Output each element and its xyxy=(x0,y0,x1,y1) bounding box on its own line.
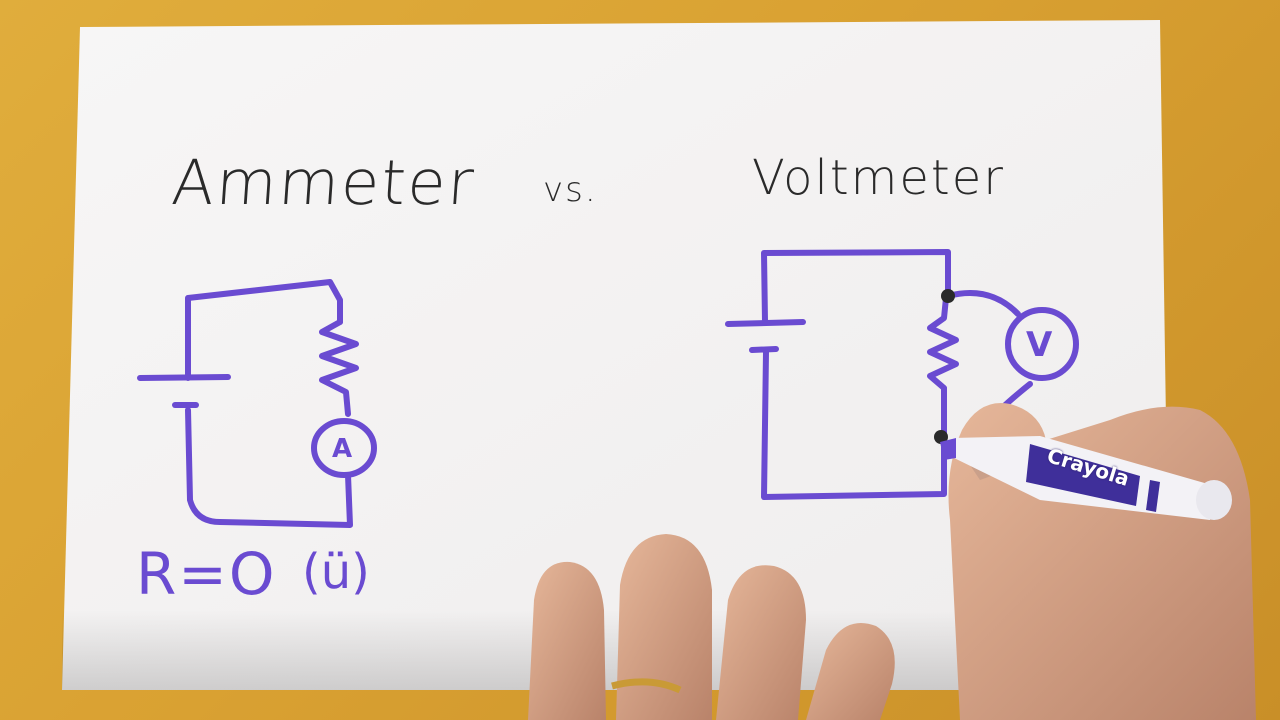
resistance-note: R=O xyxy=(136,540,277,608)
ammeter-circuit xyxy=(137,279,377,528)
ammeter-meter-circle xyxy=(311,418,377,478)
voltmeter-wire-top xyxy=(761,249,951,325)
voltmeter-title: Voltmeter xyxy=(752,150,1006,206)
voltmeter-symbol-letter: V xyxy=(1026,325,1053,365)
voltmeter-meter-circle xyxy=(1005,307,1079,381)
ammeter-wire-bottom xyxy=(185,407,353,528)
ammeter-title: Ammeter xyxy=(169,146,478,219)
smiley-face: (ü) xyxy=(302,544,370,600)
junction-dot-top xyxy=(941,289,955,303)
voltmeter-circuit xyxy=(725,249,1079,500)
voltmeter-resistor xyxy=(927,295,959,441)
ammeter-symbol-letter: A xyxy=(332,434,353,464)
voltmeter-lead-top xyxy=(945,290,1021,317)
battery-long-plate-left xyxy=(137,374,231,381)
voltmeter-wire-bottom xyxy=(761,349,947,500)
ammeter-wire-top xyxy=(185,279,343,381)
hand-left xyxy=(528,534,895,720)
junction-dot-bottom xyxy=(934,430,948,444)
versus-label: vs. xyxy=(543,170,598,210)
crayola-marker xyxy=(940,436,1232,520)
ammeter-resistor xyxy=(319,319,359,417)
battery-short-plate-right xyxy=(749,346,779,353)
